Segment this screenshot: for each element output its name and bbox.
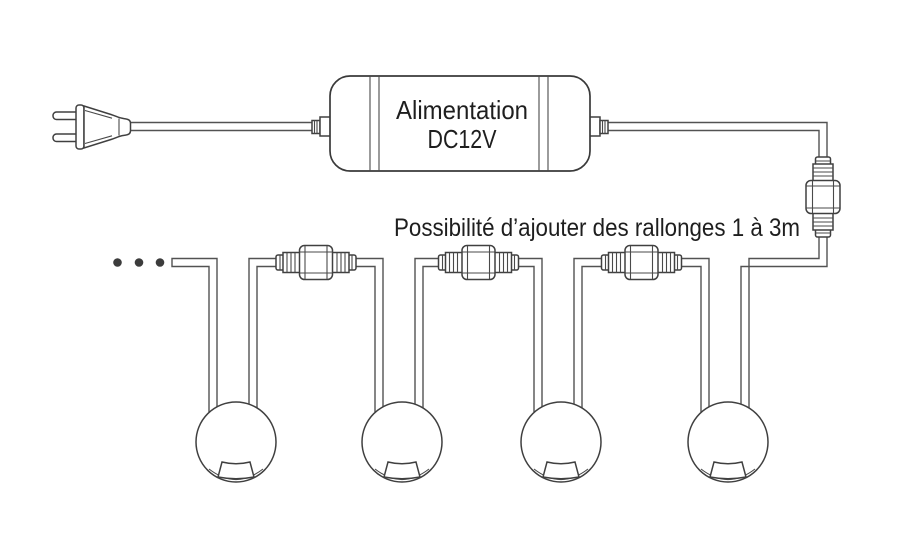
power-supply-label-line1: Alimentation (396, 95, 528, 125)
extension-connector-2 (437, 244, 520, 281)
continuation-dots (113, 258, 165, 267)
plug-face (75, 104, 85, 150)
link-cable-3 (573, 257, 710, 412)
link-cable-1 (248, 257, 384, 412)
power-supply-box: Alimentation DC12V (311, 75, 609, 172)
plug-body-detail (84, 109, 120, 145)
spot-light-2 (361, 401, 443, 483)
extension-connector-1 (275, 244, 357, 281)
mains-cable (130, 121, 314, 132)
power-supply-label-line2: DC12V (428, 124, 498, 154)
extension-connector-vertical (805, 156, 841, 238)
extension-note: Possibilité d’ajouter des rallonges 1 à … (394, 214, 800, 242)
extension-connector-3 (600, 244, 683, 281)
spot-light-1 (195, 401, 277, 483)
dc-output-cable (604, 121, 828, 160)
power-plug (52, 104, 132, 150)
power-supply-endcap-lines (369, 76, 549, 171)
spot-light-4 (687, 401, 769, 483)
dc-input-connector (311, 119, 321, 135)
power-supply-outline (329, 75, 591, 172)
drop-cable-to-light-4 (740, 234, 828, 412)
link-cable-2 (414, 257, 543, 412)
continuation-cable (171, 257, 218, 412)
plug-body (83, 104, 132, 150)
spot-light-3 (520, 401, 602, 483)
